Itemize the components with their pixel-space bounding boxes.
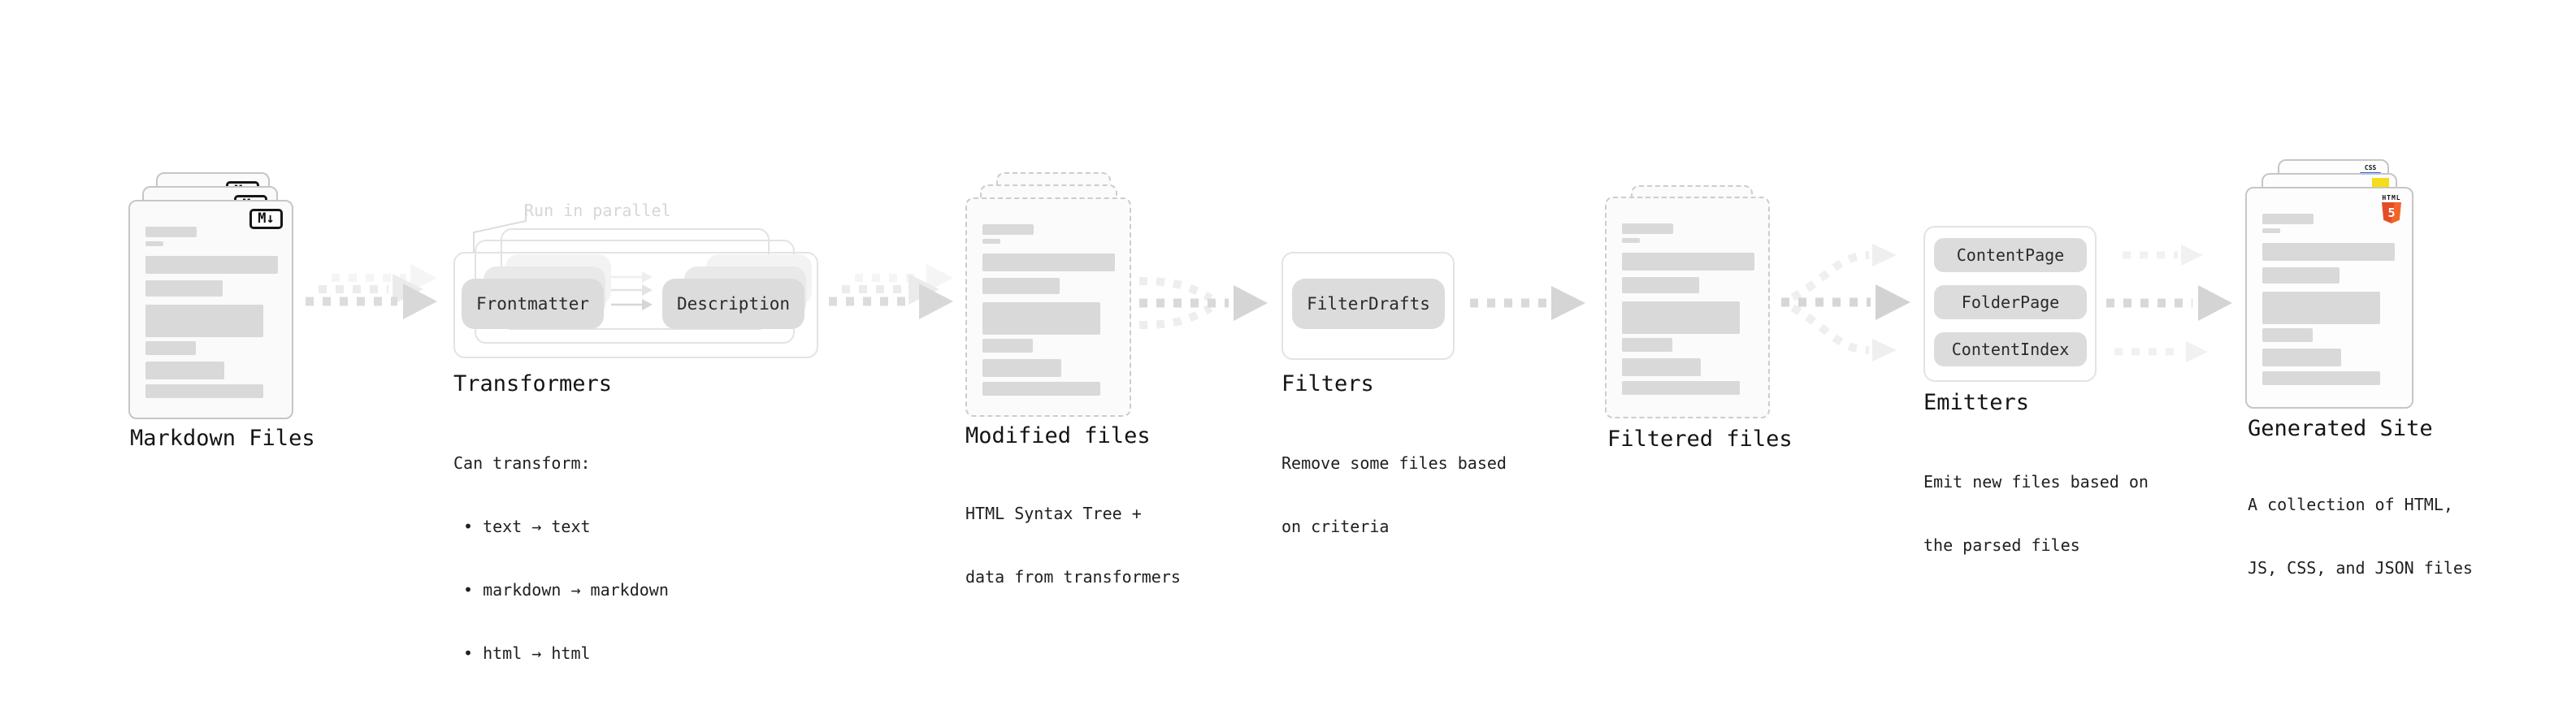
pipeline-diagram: M↓ M↓ M↓ Markdown Files Run in parallel … (128, 159, 2473, 663)
transformers-description: Can transform: • text → text • markdown … (453, 410, 669, 706)
modified-files-description: HTML Syntax Tree + data from transformer… (965, 461, 1181, 630)
arrow-filters-to-filtered (1470, 286, 1585, 320)
document-card: HTML 5 (2245, 187, 2413, 409)
skeleton-line (145, 241, 163, 246)
desc-line: JS, CSS, and JSON files (2248, 558, 2473, 578)
skeleton-line (2262, 228, 2280, 233)
skeleton-line (145, 280, 223, 297)
skeleton-line (2262, 214, 2314, 224)
skeleton-line (1622, 381, 1740, 395)
skeleton-line (145, 362, 224, 379)
desc-line: Can transform: (453, 453, 591, 473)
markdown-icon: M↓ (249, 209, 283, 229)
pill-contentindex: ContentIndex (1934, 332, 2087, 366)
desc-line: HTML Syntax Tree + (965, 504, 1142, 523)
generated-site-description: A collection of HTML, JS, CSS, and JSON … (2248, 452, 2473, 621)
arrow-emitters-to-generated (2106, 245, 2232, 362)
desc-line: Remove some files based (1281, 453, 1507, 473)
skeleton-line (2262, 243, 2395, 261)
arrow-filtered-to-emitters (1781, 244, 1910, 362)
skeleton-line (145, 305, 263, 337)
document-card: M↓ (128, 200, 293, 419)
emitters-description: Emit new files based on the parsed files (1923, 429, 2149, 598)
html5-icon: HTML 5 (2381, 194, 2402, 223)
desc-bullet: • markdown → markdown (463, 580, 669, 600)
pill-folderpage: FolderPage (1934, 285, 2087, 319)
node-title-markdown-files: Markdown Files (130, 426, 315, 451)
skeleton-line (2262, 267, 2340, 284)
skeleton-line (1622, 301, 1740, 334)
node-title-filters: Filters (1281, 371, 1374, 396)
desc-line: A collection of HTML, (2248, 495, 2453, 514)
node-title-emitters: Emitters (1923, 390, 2030, 415)
document-card-dashed (965, 197, 1131, 417)
node-title-filtered-files: Filtered files (1607, 427, 1793, 452)
desc-line: the parsed files (1923, 535, 2080, 555)
skeleton-line (145, 384, 263, 398)
skeleton-line (145, 341, 196, 355)
node-title-generated-site: Generated Site (2248, 416, 2433, 441)
skeleton-line (982, 302, 1100, 335)
skeleton-line (145, 256, 278, 274)
transformer-box-front (453, 252, 818, 358)
pill-frontmatter: Frontmatter (462, 279, 604, 329)
arrow-modified-to-filters (1138, 277, 1268, 329)
node-title-modified-files: Modified files (965, 423, 1151, 448)
node-title-transformers: Transformers (453, 371, 613, 396)
pill-filterdrafts: FilterDrafts (1292, 279, 1445, 329)
skeleton-line (1622, 238, 1640, 243)
skeleton-line (1622, 223, 1673, 234)
skeleton-line (145, 227, 197, 237)
html5-icon-shield: 5 (2382, 202, 2401, 223)
desc-line: Emit new files based on (1923, 472, 2149, 492)
skeleton-line (1622, 277, 1699, 293)
skeleton-line (982, 278, 1060, 294)
filters-description: Remove some files based on criteria (1281, 410, 1507, 579)
arrow-transformers-to-modified (829, 264, 953, 319)
skeleton-line (982, 339, 1033, 353)
skeleton-line (2262, 371, 2380, 385)
run-in-parallel-label: Run in parallel (524, 201, 671, 220)
skeleton-line (2262, 349, 2341, 366)
desc-bullet: • text → text (463, 517, 591, 536)
skeleton-line (2262, 328, 2313, 342)
skeleton-line (2262, 292, 2380, 324)
css-icon-label: CSS (2364, 164, 2377, 171)
skeleton-line (982, 382, 1100, 396)
skeleton-line (982, 253, 1115, 271)
skeleton-line (982, 359, 1061, 377)
desc-bullet: • html → html (463, 643, 591, 663)
skeleton-line (1622, 358, 1701, 376)
desc-line: data from transformers (965, 567, 1181, 587)
pill-contentpage: ContentPage (1934, 238, 2087, 272)
skeleton-line (982, 224, 1034, 235)
arrow-markdown-to-transformers (306, 264, 437, 319)
pill-description: Description (662, 279, 804, 329)
html5-icon-label: HTML (2382, 194, 2401, 201)
document-card-dashed (1605, 197, 1770, 418)
skeleton-line (1622, 253, 1754, 271)
desc-line: on criteria (1281, 517, 1390, 536)
skeleton-line (982, 239, 1000, 244)
skeleton-line (1622, 338, 1672, 352)
